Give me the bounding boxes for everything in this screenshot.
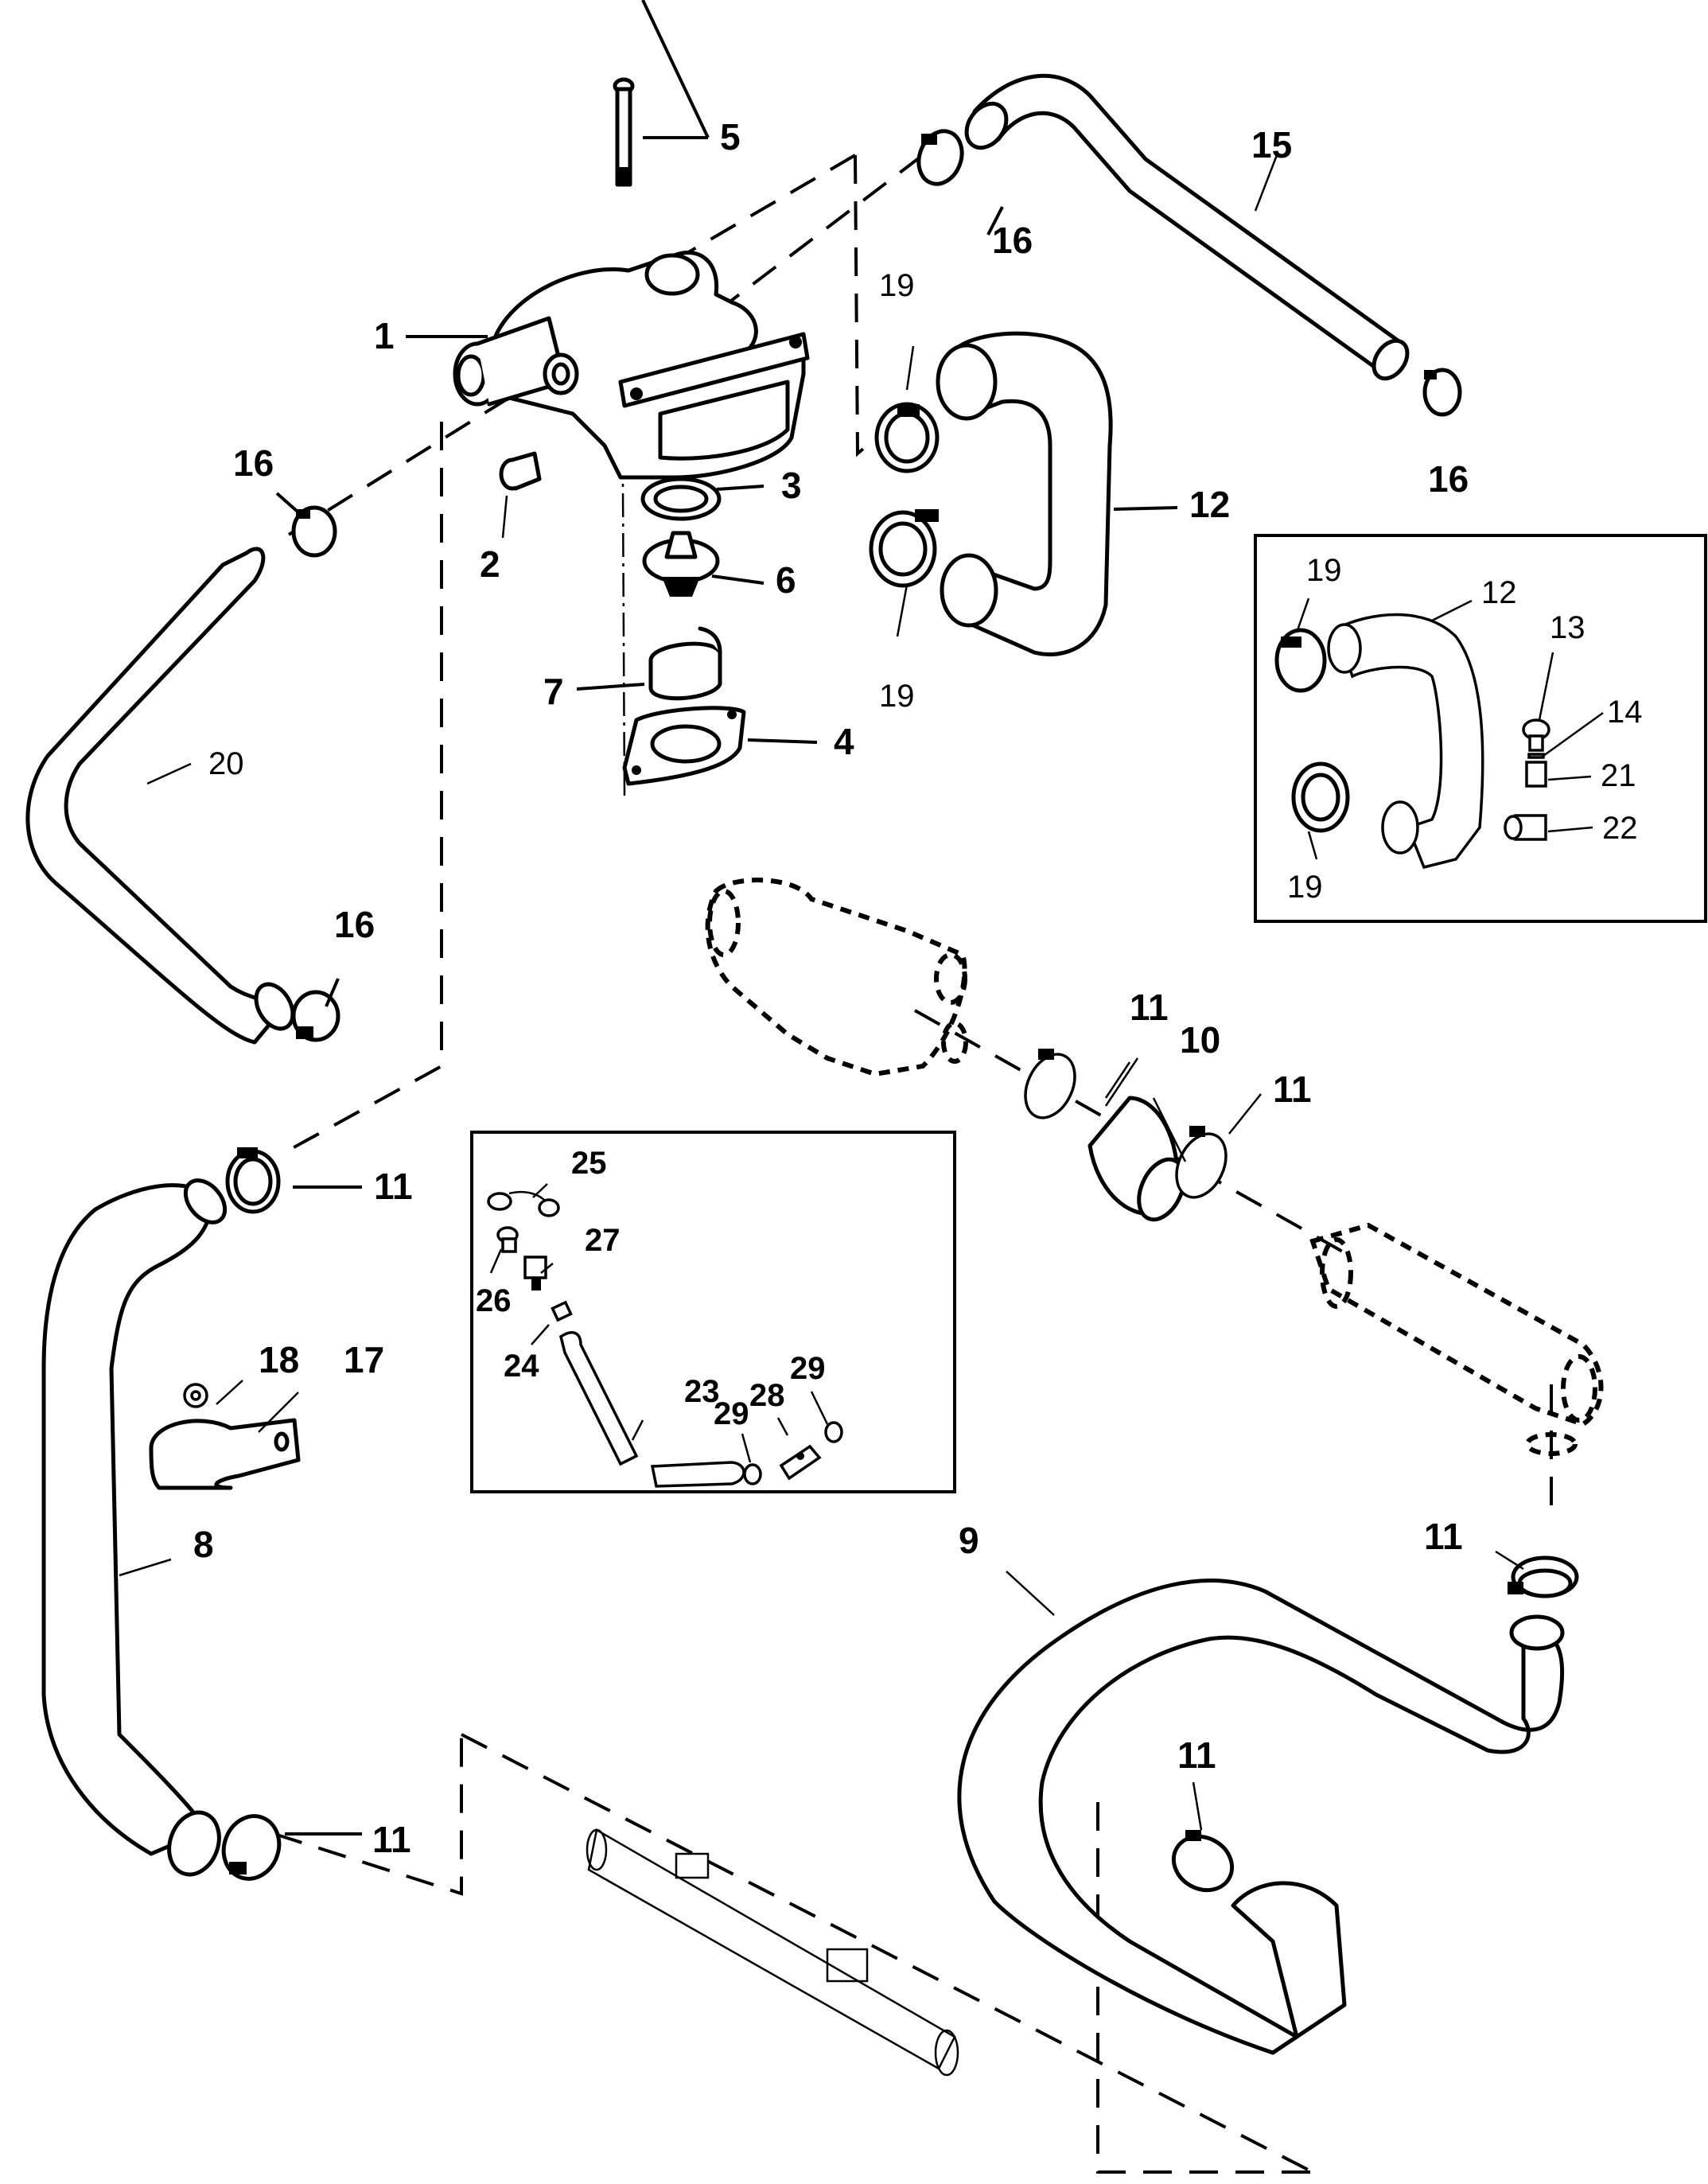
part-18-nut[interactable] bbox=[183, 1383, 208, 1408]
inset-part-22-elbow[interactable] bbox=[1504, 814, 1547, 841]
inset-clamp-19-lower[interactable] bbox=[1291, 761, 1350, 833]
inset-part-14-washer[interactable] bbox=[1527, 753, 1545, 759]
inset-callout-28[interactable]: 28 bbox=[749, 1378, 785, 1413]
inset-callout-29-right[interactable]: 29 bbox=[790, 1351, 826, 1386]
callout-15[interactable]: 15 bbox=[1251, 124, 1292, 165]
inset-callout-25[interactable]: 25 bbox=[571, 1146, 607, 1181]
part-11-clamp-coupler-right[interactable] bbox=[1167, 1126, 1235, 1205]
part-5-bolt[interactable] bbox=[613, 77, 635, 187]
callout-18[interactable]: 18 bbox=[259, 1339, 299, 1380]
part-20-hose[interactable] bbox=[25, 547, 300, 1045]
callout-11-coupler-right[interactable]: 11 bbox=[1273, 1069, 1312, 1110]
inset-part-24-clamp[interactable] bbox=[551, 1300, 573, 1322]
callout-6[interactable]: 6 bbox=[776, 559, 796, 601]
part-7-sleeve[interactable] bbox=[648, 626, 722, 701]
inset-clamp-19-upper[interactable] bbox=[1274, 628, 1327, 693]
part-16-clamp-left-upper[interactable] bbox=[291, 505, 337, 558]
part-19-clamp-lower[interactable] bbox=[869, 509, 939, 588]
inset-part-25-plug-tether[interactable] bbox=[487, 1190, 560, 1217]
callout-7[interactable]: 7 bbox=[543, 671, 564, 712]
ghost-heat-exchanger bbox=[1309, 1222, 1604, 1456]
inset-part-21-adapter[interactable] bbox=[1525, 761, 1547, 788]
leader-lines bbox=[119, 0, 1524, 1836]
part-8-hose[interactable] bbox=[41, 1173, 233, 1882]
inset-part-26-fitting[interactable] bbox=[496, 1226, 519, 1253]
assembly-line-hose8 bbox=[282, 422, 443, 1155]
callout-11-exchanger[interactable]: 11 bbox=[1424, 1516, 1463, 1557]
assembly-line-thermostat bbox=[621, 333, 626, 796]
inset-part-13-fitting[interactable] bbox=[1522, 718, 1550, 752]
callout-8[interactable]: 8 bbox=[193, 1524, 214, 1565]
part-15-hose[interactable] bbox=[959, 73, 1414, 384]
part-16-clamp-right[interactable] bbox=[1422, 368, 1462, 417]
part-3-seal-ring[interactable] bbox=[640, 477, 722, 521]
callout-12[interactable]: 12 bbox=[1189, 484, 1230, 525]
part-16-clamp-left-lower[interactable] bbox=[291, 990, 340, 1042]
part-1-thermostat-housing[interactable] bbox=[453, 250, 810, 480]
callout-19-lower[interactable]: 19 bbox=[879, 679, 915, 714]
callout-16-top[interactable]: 16 bbox=[992, 220, 1033, 261]
inset-alternate-hose bbox=[1254, 534, 1707, 923]
inset-part-28-tee[interactable] bbox=[779, 1444, 822, 1481]
callout-3[interactable]: 3 bbox=[781, 465, 802, 506]
part-16-clamp-top[interactable] bbox=[912, 125, 969, 190]
part-19-clamp-upper[interactable] bbox=[874, 402, 940, 473]
assembly-line-lower-left bbox=[274, 1734, 463, 1896]
part-9-hose[interactable] bbox=[957, 1579, 1565, 2055]
part-11-clamp-coupler-left[interactable] bbox=[1016, 1046, 1084, 1126]
callout-9[interactable]: 9 bbox=[959, 1520, 979, 1561]
inset-drain-kit bbox=[470, 1131, 956, 1493]
callout-16-left-upper[interactable]: 16 bbox=[233, 442, 274, 484]
part-10-coupler[interactable] bbox=[1087, 1096, 1193, 1227]
callout-10[interactable]: 10 bbox=[1180, 1019, 1220, 1061]
inset-callout-29-left[interactable]: 29 bbox=[714, 1396, 749, 1431]
ghost-lower-pipe bbox=[586, 1828, 959, 2077]
inset-callout-19-lower[interactable]: 19 bbox=[1287, 870, 1323, 905]
inset-callout-14[interactable]: 14 bbox=[1607, 695, 1643, 730]
part-11-clamp-hose8-top[interactable] bbox=[225, 1147, 281, 1214]
callout-11-coupler-left[interactable]: 11 bbox=[1130, 987, 1169, 1028]
callout-1[interactable]: 1 bbox=[374, 315, 395, 356]
inset-callout-27[interactable]: 27 bbox=[585, 1223, 621, 1258]
inset-callout-19-upper[interactable]: 19 bbox=[1306, 553, 1342, 588]
part-2-plug[interactable] bbox=[499, 451, 542, 491]
inset-callout-12[interactable]: 12 bbox=[1481, 575, 1517, 610]
inset-callout-21[interactable]: 21 bbox=[1601, 758, 1636, 793]
inset-callout-26[interactable]: 26 bbox=[476, 1283, 512, 1318]
assembly-line-top-right bbox=[854, 154, 869, 457]
inset-part-29-clamp-left[interactable] bbox=[743, 1463, 762, 1485]
inset-drain-callouts: 25 27 26 24 23 29 28 29 bbox=[476, 1146, 829, 1463]
inset-part-29-clamp-right[interactable] bbox=[824, 1421, 843, 1443]
inset-callout-22[interactable]: 22 bbox=[1602, 811, 1638, 846]
part-11-clamp-hose8-bottom[interactable] bbox=[215, 1808, 287, 1886]
part-11-clamp-hose9[interactable] bbox=[1164, 1826, 1242, 1900]
inset-callout-23[interactable]: 23 bbox=[684, 1374, 720, 1409]
part-11-clamp-exchanger[interactable] bbox=[1508, 1555, 1579, 1598]
callout-11-hose8-bottom[interactable]: 11 bbox=[372, 1819, 411, 1860]
inset-part-23-hose[interactable] bbox=[559, 1331, 639, 1466]
callout-11-hose8-top[interactable]: 11 bbox=[374, 1166, 413, 1207]
callout-16-right[interactable]: 16 bbox=[1428, 458, 1469, 500]
callout-4[interactable]: 4 bbox=[834, 721, 854, 762]
callout-11-hose9[interactable]: 11 bbox=[1177, 1734, 1216, 1776]
part-12-u-hose[interactable] bbox=[936, 331, 1113, 656]
inset-callout-24[interactable]: 24 bbox=[504, 1349, 539, 1384]
callout-5[interactable]: 5 bbox=[720, 116, 741, 158]
callouts: 5 1 2 3 6 7 4 16 15 16 16 16 19 19 12 20… bbox=[193, 116, 1469, 1860]
ghost-water-pump bbox=[705, 878, 968, 1077]
callout-2[interactable]: 2 bbox=[480, 543, 500, 585]
part-17-bracket[interactable] bbox=[149, 1418, 301, 1490]
assembly-line-lower-right bbox=[1096, 1802, 1313, 2174]
part-6-thermostat[interactable] bbox=[642, 531, 720, 597]
callout-19-upper[interactable]: 19 bbox=[879, 268, 915, 303]
callout-17[interactable]: 17 bbox=[344, 1339, 384, 1380]
callout-20[interactable]: 20 bbox=[208, 746, 244, 781]
inset-hose-callouts: 19 12 13 14 21 22 19 bbox=[1287, 553, 1643, 905]
part-4-gasket[interactable] bbox=[622, 706, 746, 786]
inset-part-23-hose-lower[interactable] bbox=[650, 1461, 745, 1488]
callout-16-left-lower[interactable]: 16 bbox=[334, 904, 375, 945]
inset-callout-13[interactable]: 13 bbox=[1550, 610, 1585, 645]
inset-part-27-valve[interactable] bbox=[523, 1256, 547, 1291]
